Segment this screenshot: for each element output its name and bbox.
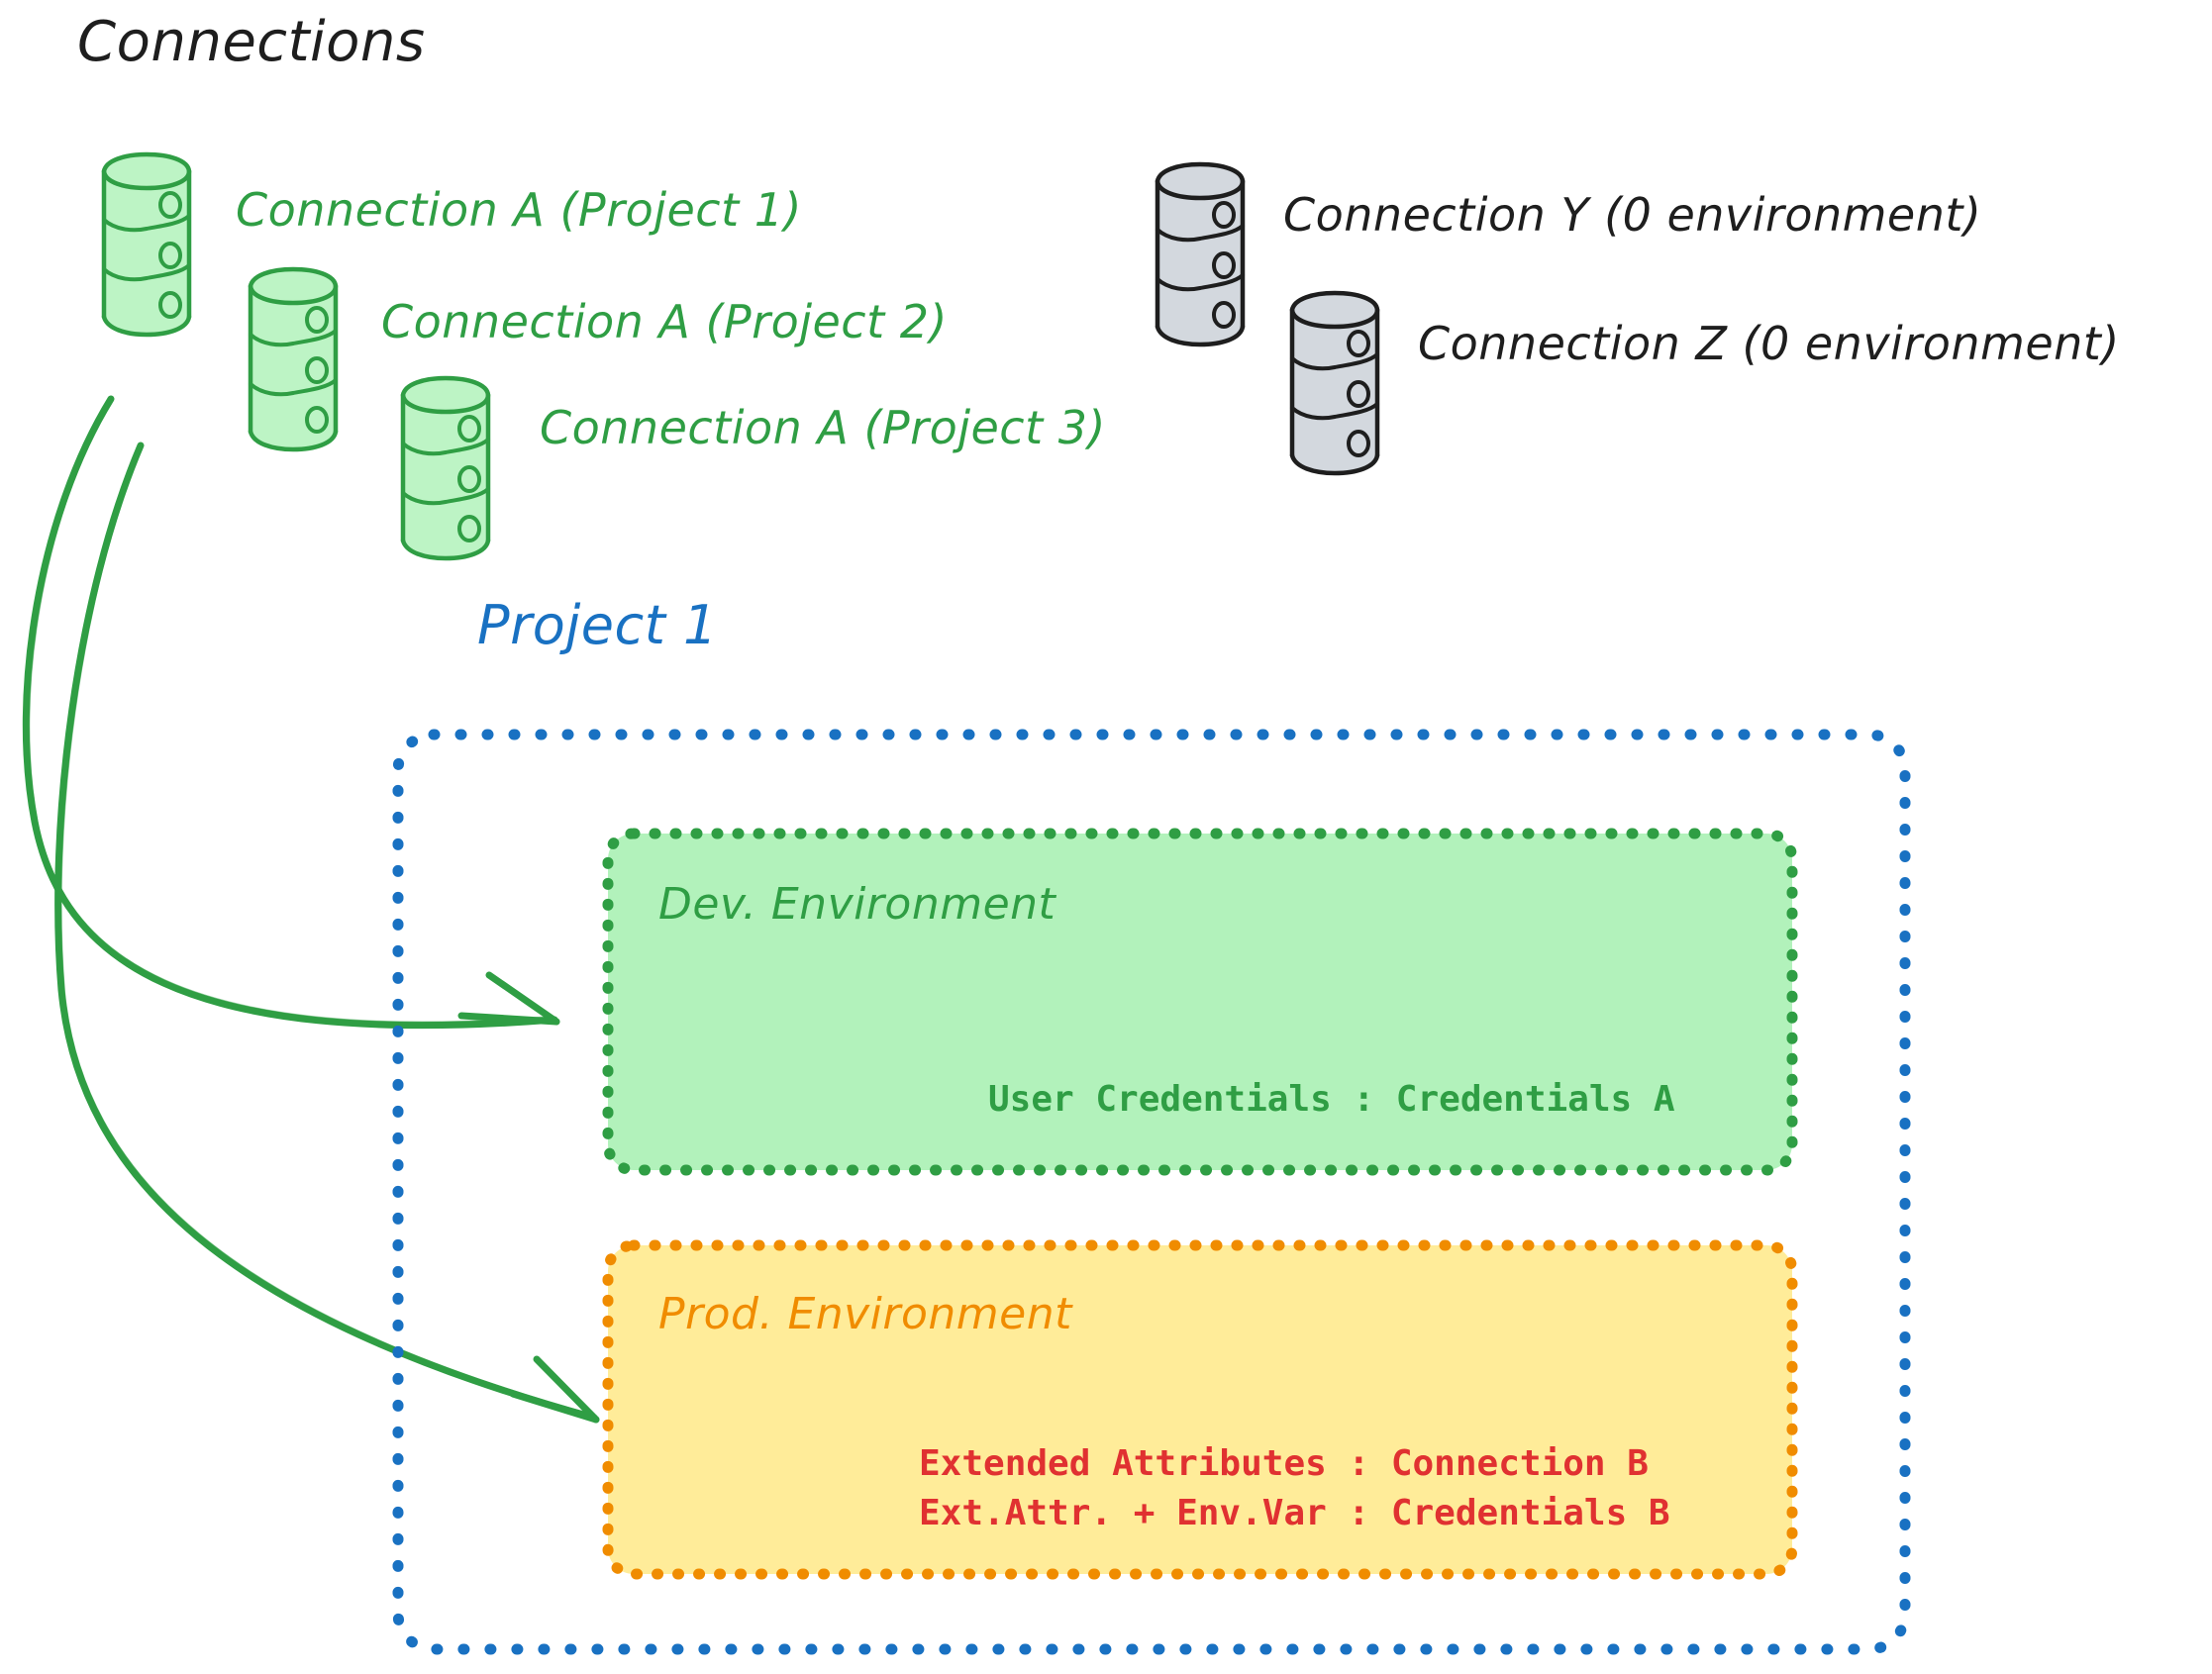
prod-environment-title: Prod. Environment <box>658 1289 1072 1339</box>
arrow-connection-a-to-dev-environment <box>22 395 560 1030</box>
connection-label-z: Connection Z (0 environment) <box>1418 317 2120 370</box>
project-1-container <box>392 729 1911 1655</box>
arrow-connection-a-to-prod-environment <box>54 442 600 1424</box>
dev-environment-entry-user-credentials: User Credentials : Credentials A <box>988 1079 1675 1120</box>
database-cylinder-icon <box>1155 161 1246 347</box>
prod-environment-box <box>602 1239 1798 1580</box>
dev-environment-title: Dev. Environment <box>658 879 1056 930</box>
database-cylinder-icon <box>101 151 192 338</box>
database-cylinder-icon <box>1289 290 1380 476</box>
connection-label-y: Connection Y (0 environment) <box>1283 188 1982 242</box>
connection-label-a-project-2: Connection A (Project 2) <box>381 295 948 348</box>
prod-environment-entry-extended-attributes: Extended Attributes : Connection B <box>919 1443 1649 1484</box>
database-cylinder-icon <box>248 266 339 452</box>
database-cylinder-icon <box>400 375 491 561</box>
page-title: Connections <box>77 10 426 74</box>
connection-label-a-project-3: Connection A (Project 3) <box>540 401 1106 454</box>
dev-environment-box <box>602 828 1798 1176</box>
prod-environment-entry-ext-attr-env-var: Ext.Attr. + Env.Var : Credentials B <box>919 1493 1670 1533</box>
project-title: Project 1 <box>477 594 718 656</box>
connection-label-a-project-1: Connection A (Project 1) <box>236 183 802 237</box>
